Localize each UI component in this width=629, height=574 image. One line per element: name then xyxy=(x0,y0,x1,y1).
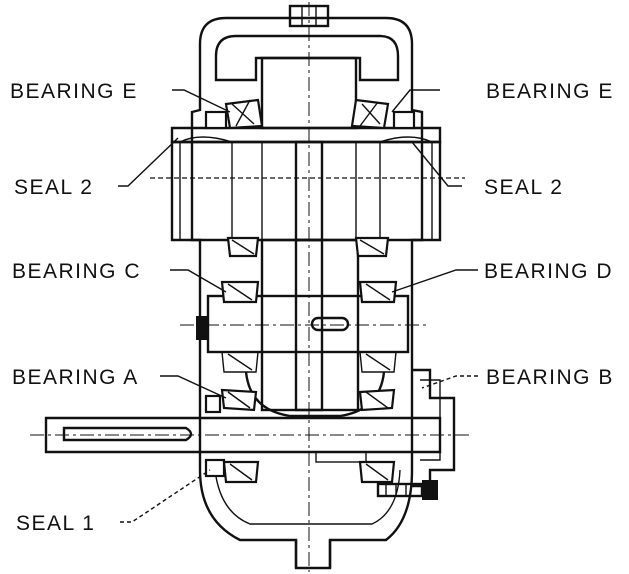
lower-gear xyxy=(204,371,396,418)
leader-lines xyxy=(118,89,478,523)
top-bolt xyxy=(280,4,340,28)
label-bearing-a: BEARING A xyxy=(12,366,139,389)
gear-body xyxy=(180,280,430,373)
label-bearing-d: BEARING D xyxy=(484,260,613,283)
label-seal-1: SEAL 1 xyxy=(16,512,95,535)
drain-bolt xyxy=(376,480,438,500)
lower-bearings xyxy=(204,451,396,484)
label-seal-2-right: SEAL 2 xyxy=(484,176,563,199)
bearing-e-right-part xyxy=(350,98,416,130)
bearing-e-left-part xyxy=(204,98,264,130)
label-bearing-b: BEARING B xyxy=(486,366,614,389)
label-bearing-e-left: BEARING E xyxy=(10,80,138,103)
right-end-cap xyxy=(412,368,456,488)
label-bearing-e-right: BEARING E xyxy=(486,80,614,103)
bearing-upper-mid-right xyxy=(354,236,390,258)
bearing-upper-mid-left xyxy=(226,236,260,258)
upper-flange xyxy=(150,126,465,242)
input-shaft xyxy=(30,416,470,454)
label-seal-2-left: SEAL 2 xyxy=(14,176,93,199)
label-bearing-c: BEARING C xyxy=(12,260,141,283)
upper-shaft xyxy=(260,56,358,130)
